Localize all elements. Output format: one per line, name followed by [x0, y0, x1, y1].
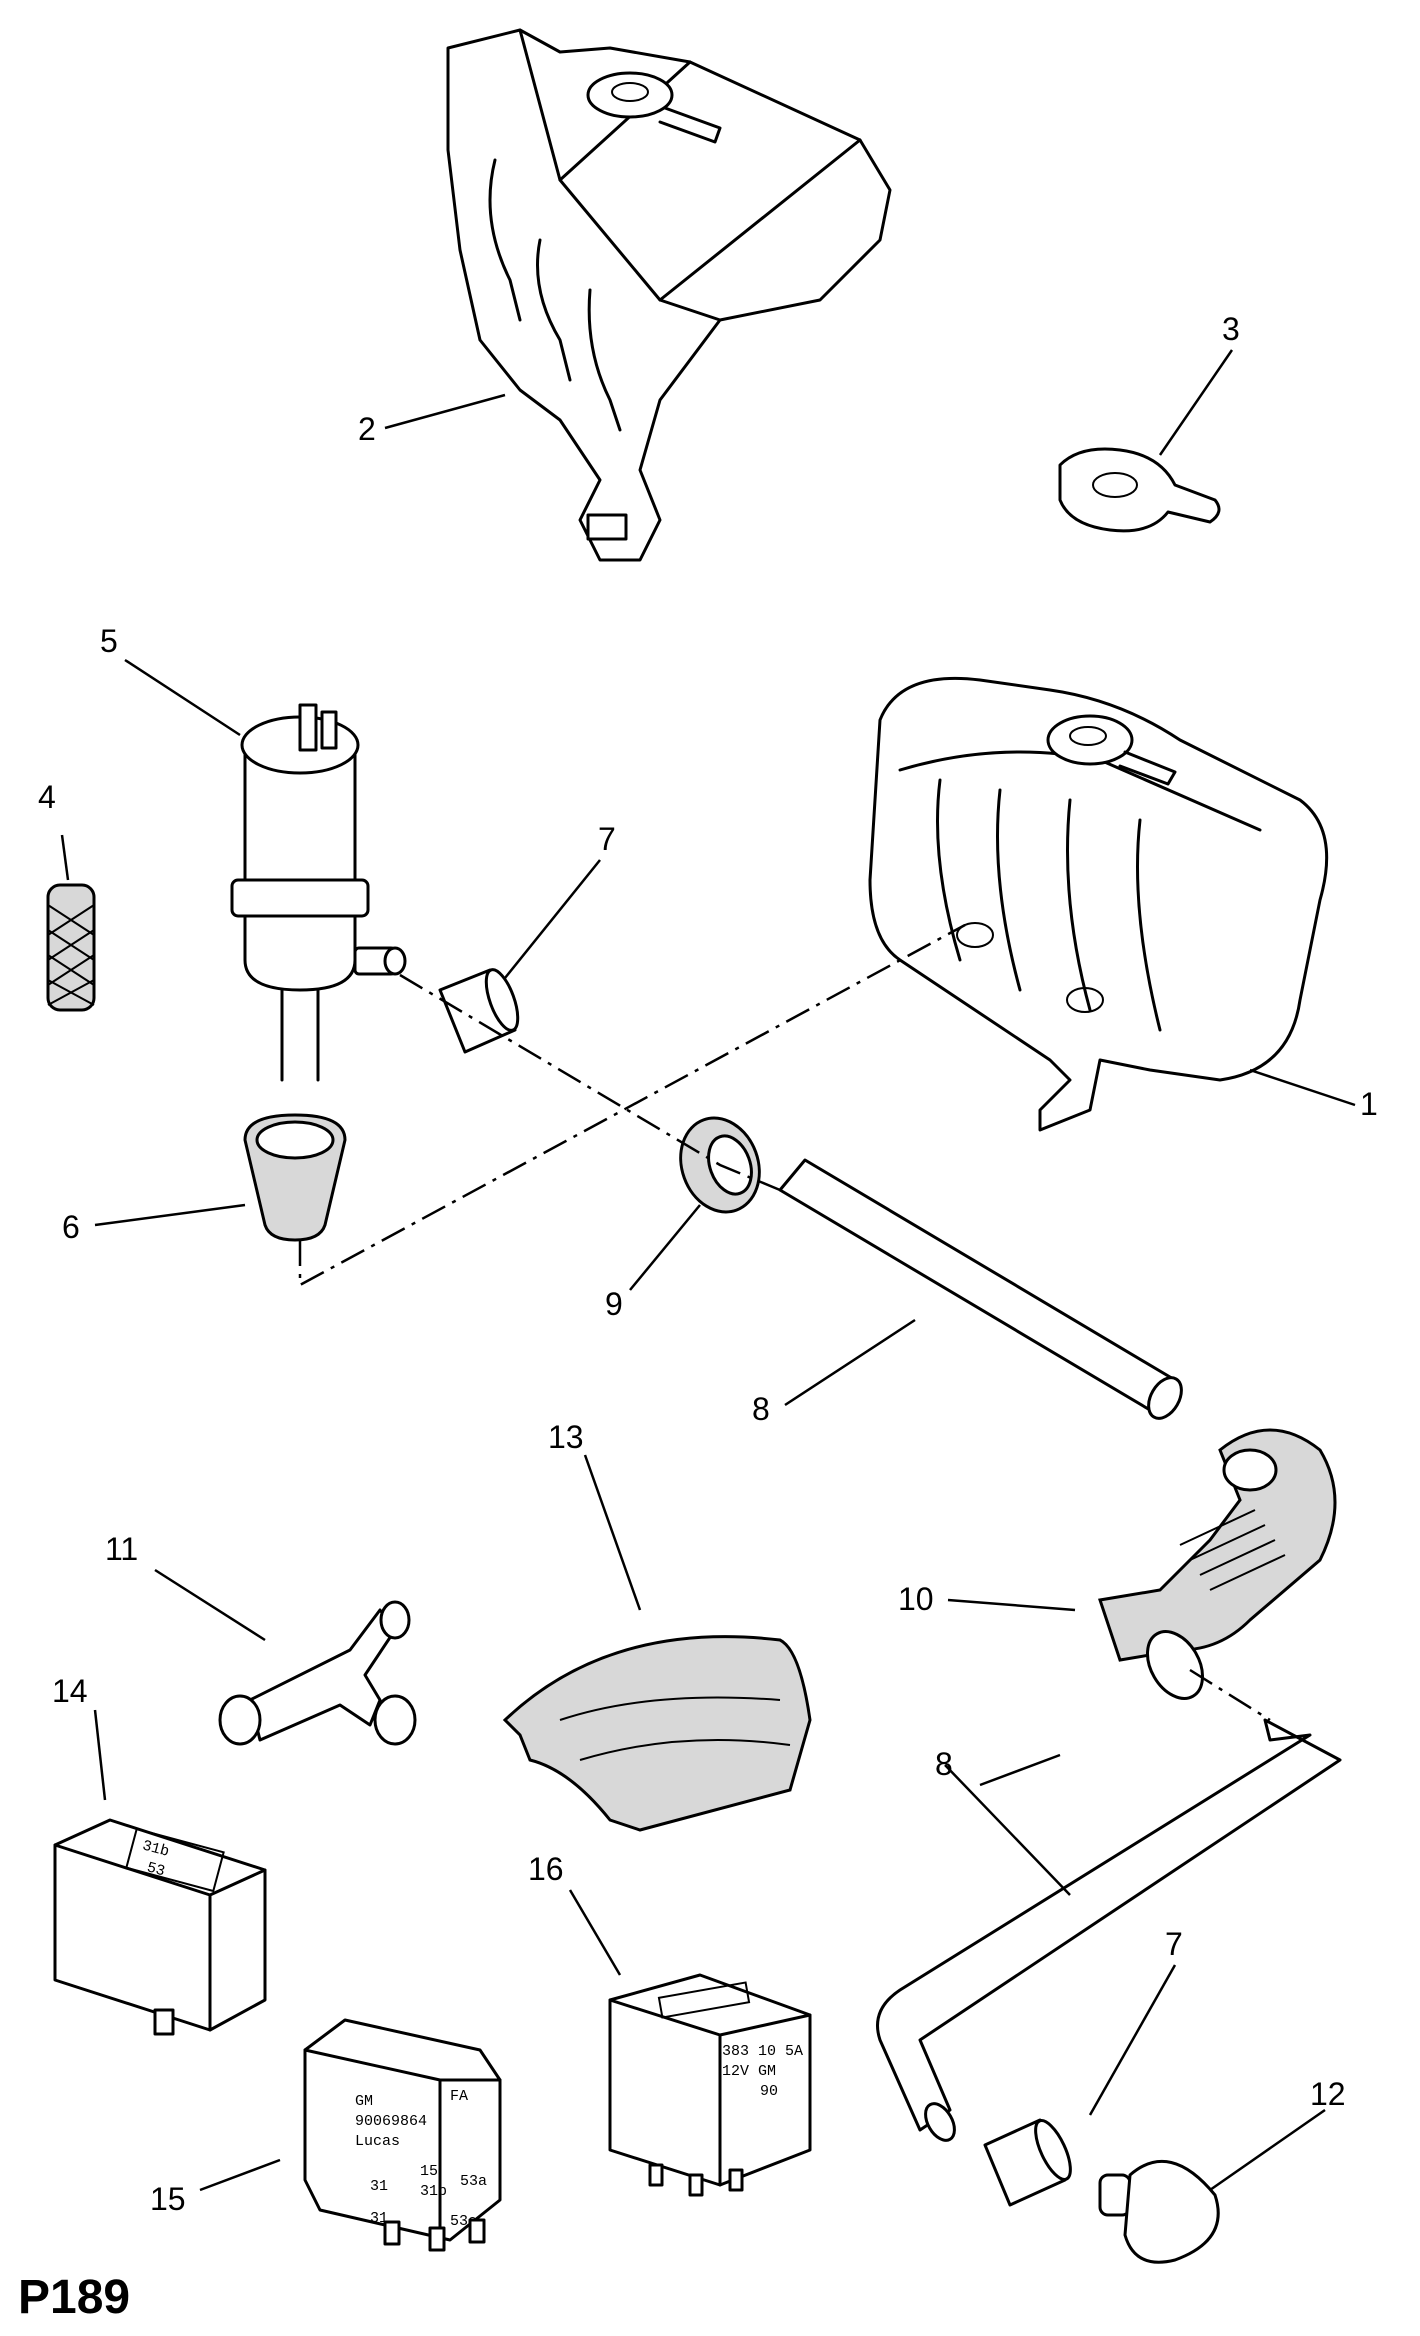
reservoir-1	[868, 676, 1329, 1132]
relay14-text-1: 31b	[140, 1837, 170, 1860]
relay15-text-7: 31b	[420, 2183, 447, 2200]
elbow-hose-10	[1098, 1428, 1337, 1700]
relay16-text-2: 12V GM	[722, 2063, 776, 2080]
relay15-text-8: 53a	[460, 2173, 487, 2190]
relay15-text-1: GM	[355, 2093, 373, 2110]
relay-14: 31b 53	[53, 1818, 267, 2036]
callout-14: 14	[52, 1673, 88, 1709]
callout-8-lower: 8	[935, 1746, 953, 1782]
relay16-text-1: 383 10 5A	[722, 2043, 803, 2060]
callout-5: 5	[100, 623, 118, 659]
callout-10: 10	[898, 1581, 934, 1617]
callout-4: 4	[38, 779, 56, 815]
pump-5	[230, 703, 407, 1082]
relay15-text-6: 31	[370, 2178, 388, 2195]
callout-3: 3	[1222, 311, 1240, 347]
t-connector-11	[218, 1600, 417, 1746]
connector-7-upper	[438, 968, 520, 1054]
callout-8-upper: 8	[752, 1391, 770, 1427]
grommet-6	[243, 1113, 347, 1242]
relay15-text-5: 15	[420, 2163, 438, 2180]
callout-numbers: 1 2 3 4 5 6 7 7 8 8 9 10 11 12 13 14 15 …	[38, 311, 1378, 2217]
callout-16: 16	[528, 1851, 564, 1887]
callout-12: 12	[1310, 2076, 1346, 2112]
callout-7-upper: 7	[598, 821, 616, 857]
callout-1: 1	[1360, 1086, 1378, 1122]
filler-cap-3	[1058, 447, 1221, 533]
callout-15: 15	[150, 2181, 186, 2217]
cover-13	[502, 1635, 812, 1832]
washer-reservoir-2	[446, 28, 892, 562]
page-code: P189	[18, 2271, 131, 2324]
assembly-lines	[298, 923, 1271, 1722]
callout-11: 11	[105, 1531, 138, 1567]
callout-9: 9	[605, 1286, 623, 1322]
callout-2: 2	[358, 411, 376, 447]
relay16-text-3: 90	[760, 2083, 778, 2100]
nozzle-12	[1098, 2159, 1220, 2264]
leader-lines	[60, 349, 1356, 2192]
callout-13: 13	[548, 1419, 584, 1455]
relay15-text-2: 90069864	[355, 2113, 427, 2130]
relay-15: GM 90069864 Lucas FA 15 31 31b 53a 53e 3…	[303, 2018, 502, 2252]
connector-7-lower	[983, 2118, 1072, 2207]
relay15-text-4: FA	[450, 2088, 468, 2105]
callout-6: 6	[62, 1209, 80, 1245]
filter-4	[46, 883, 96, 1012]
callout-7-lower: 7	[1165, 1926, 1183, 1962]
relay15-text-3: Lucas	[355, 2133, 400, 2150]
hose-8-upper	[778, 1158, 1183, 1420]
relay-16: 383 10 5A 12V GM 90	[608, 1973, 812, 2197]
hose-8-lower	[876, 1718, 1342, 2142]
relay14-text-2: 53	[145, 1859, 167, 1880]
